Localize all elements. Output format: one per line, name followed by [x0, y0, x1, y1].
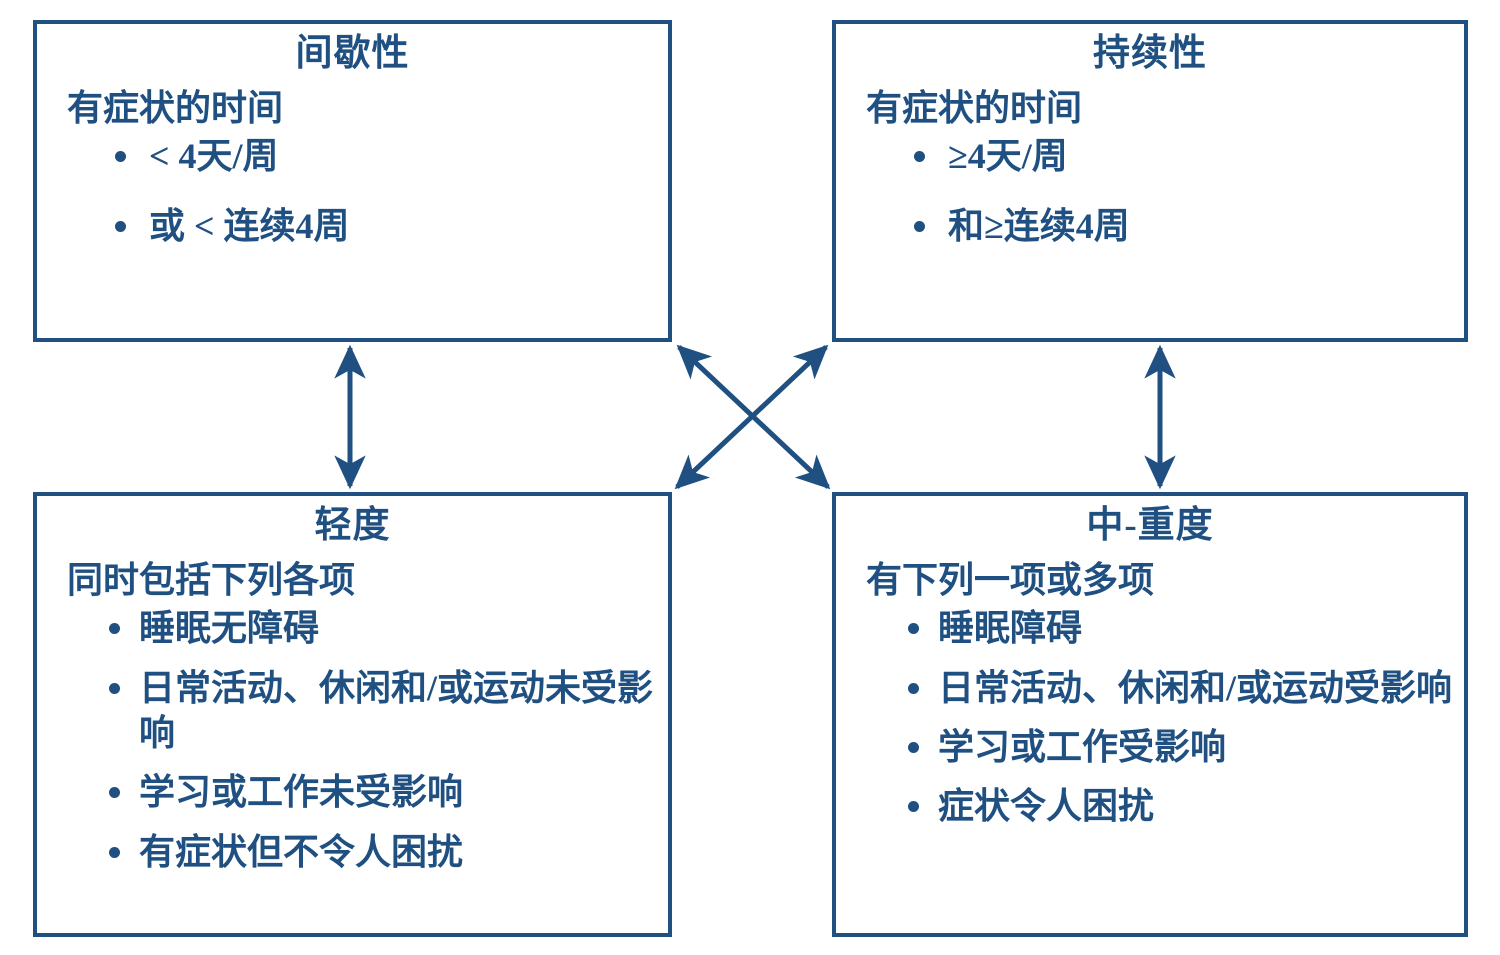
box-moderate-severe-lead: 有下列一项或多项: [866, 559, 1155, 600]
list-item: 或 < 连续4周: [115, 204, 668, 249]
box-mild-lead: 同时包括下列各项: [67, 559, 356, 600]
list-item: 睡眠无障碍: [109, 606, 668, 651]
box-persistent-bullets: ≥4天/周 和≥连续4周: [836, 134, 1464, 249]
box-intermittent-title: 间歇性: [295, 33, 410, 74]
box-moderate-severe-bullets: 睡眠障碍 日常活动、休闲和/或运动受影响 学习或工作受影响 症状令人困扰: [836, 606, 1464, 829]
box-intermittent-bullets: < 4天/周 或 < 连续4周: [37, 134, 668, 249]
box-moderate-severe-title: 中-重度: [1086, 505, 1214, 546]
box-persistent-title: 持续性: [1093, 33, 1207, 74]
box-intermittent-lead: 有症状的时间: [67, 87, 284, 128]
list-item: 症状令人困扰: [908, 784, 1464, 829]
list-item: 睡眠障碍: [908, 606, 1464, 651]
box-persistent-lead: 有症状的时间: [866, 87, 1083, 128]
box-mild-title: 轻度: [314, 505, 391, 546]
list-item: 和≥连续4周: [914, 204, 1464, 249]
connector-diagonal-tl-br: [676, 344, 831, 490]
box-persistent: 持续性 有症状的时间 ≥4天/周 和≥连续4周: [832, 20, 1468, 342]
list-item: 日常活动、休闲和/或运动未受影响: [109, 666, 668, 757]
box-intermittent: 间歇性 有症状的时间 < 4天/周 或 < 连续4周: [33, 20, 672, 342]
box-moderate-severe: 中-重度 有下列一项或多项 睡眠障碍 日常活动、休闲和/或运动受影响 学习或工作…: [832, 492, 1468, 937]
list-item: ≥4天/周: [914, 134, 1464, 179]
connector-diagonal-tr-bl: [674, 344, 829, 490]
list-item: 有症状但不令人困扰: [109, 830, 668, 875]
list-item: < 4天/周: [115, 134, 668, 179]
box-mild: 轻度 同时包括下列各项 睡眠无障碍 日常活动、休闲和/或运动未受影响 学习或工作…: [33, 492, 672, 937]
list-item: 学习或工作受影响: [908, 725, 1464, 770]
list-item: 学习或工作未受影响: [109, 770, 668, 815]
box-mild-bullets: 睡眠无障碍 日常活动、休闲和/或运动未受影响 学习或工作未受影响 有症状但不令人…: [37, 606, 668, 875]
list-item: 日常活动、休闲和/或运动受影响: [908, 666, 1464, 711]
